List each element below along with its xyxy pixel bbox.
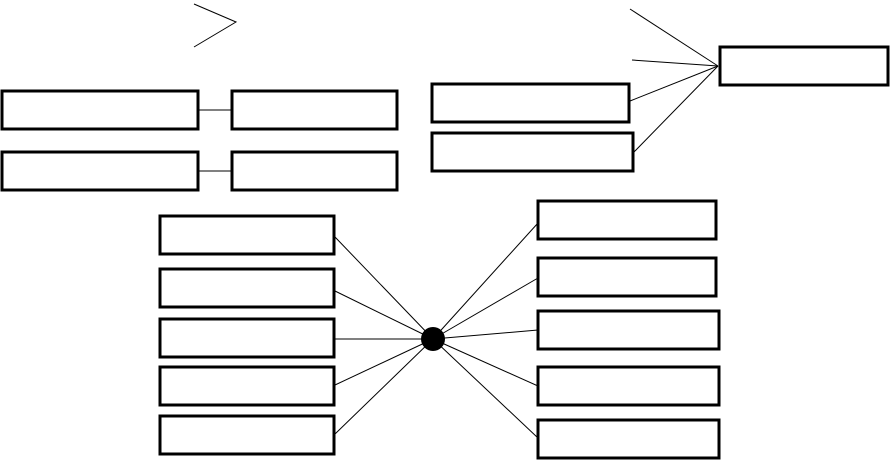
top-left-group [0,89,399,192]
box-top-right [718,45,890,87]
chevron-arrow-icon [193,3,238,48]
box-top-center-lower [430,131,635,173]
fan-line-3 [629,65,719,102]
spoke-left-1 [334,236,434,340]
box-right-5 [536,418,721,460]
box-top-left-row1-a [0,89,200,131]
box-right-4 [536,365,721,407]
box-right-3 [536,309,721,351]
box-left-4 [158,365,336,407]
fan-line-2 [631,59,719,67]
box-left-5 [158,414,336,456]
box-left-2 [158,267,336,309]
box-top-center-upper [430,82,631,124]
box-left-3 [158,317,336,359]
box-right-2 [536,256,718,298]
spoke-right-4 [432,338,539,387]
box-top-left-row1-b [230,89,399,131]
box-left-1 [158,214,336,256]
hub-node [421,327,445,351]
spoke-left-2 [334,290,434,340]
fan-line-4 [633,65,719,153]
spoke-right-3 [432,329,539,340]
spoke-right-1 [432,222,539,340]
spoke-right-5 [432,338,539,439]
spoke-left-5 [334,338,434,435]
box-top-left-row2-a [0,150,200,192]
spoke-left-4 [334,338,434,386]
fan-line-1 [629,8,719,67]
top-right-group [430,8,890,173]
box-top-left-row2-b [230,150,399,192]
spoke-right-2 [432,277,539,340]
star-network [158,199,721,460]
box-right-1 [536,199,718,241]
